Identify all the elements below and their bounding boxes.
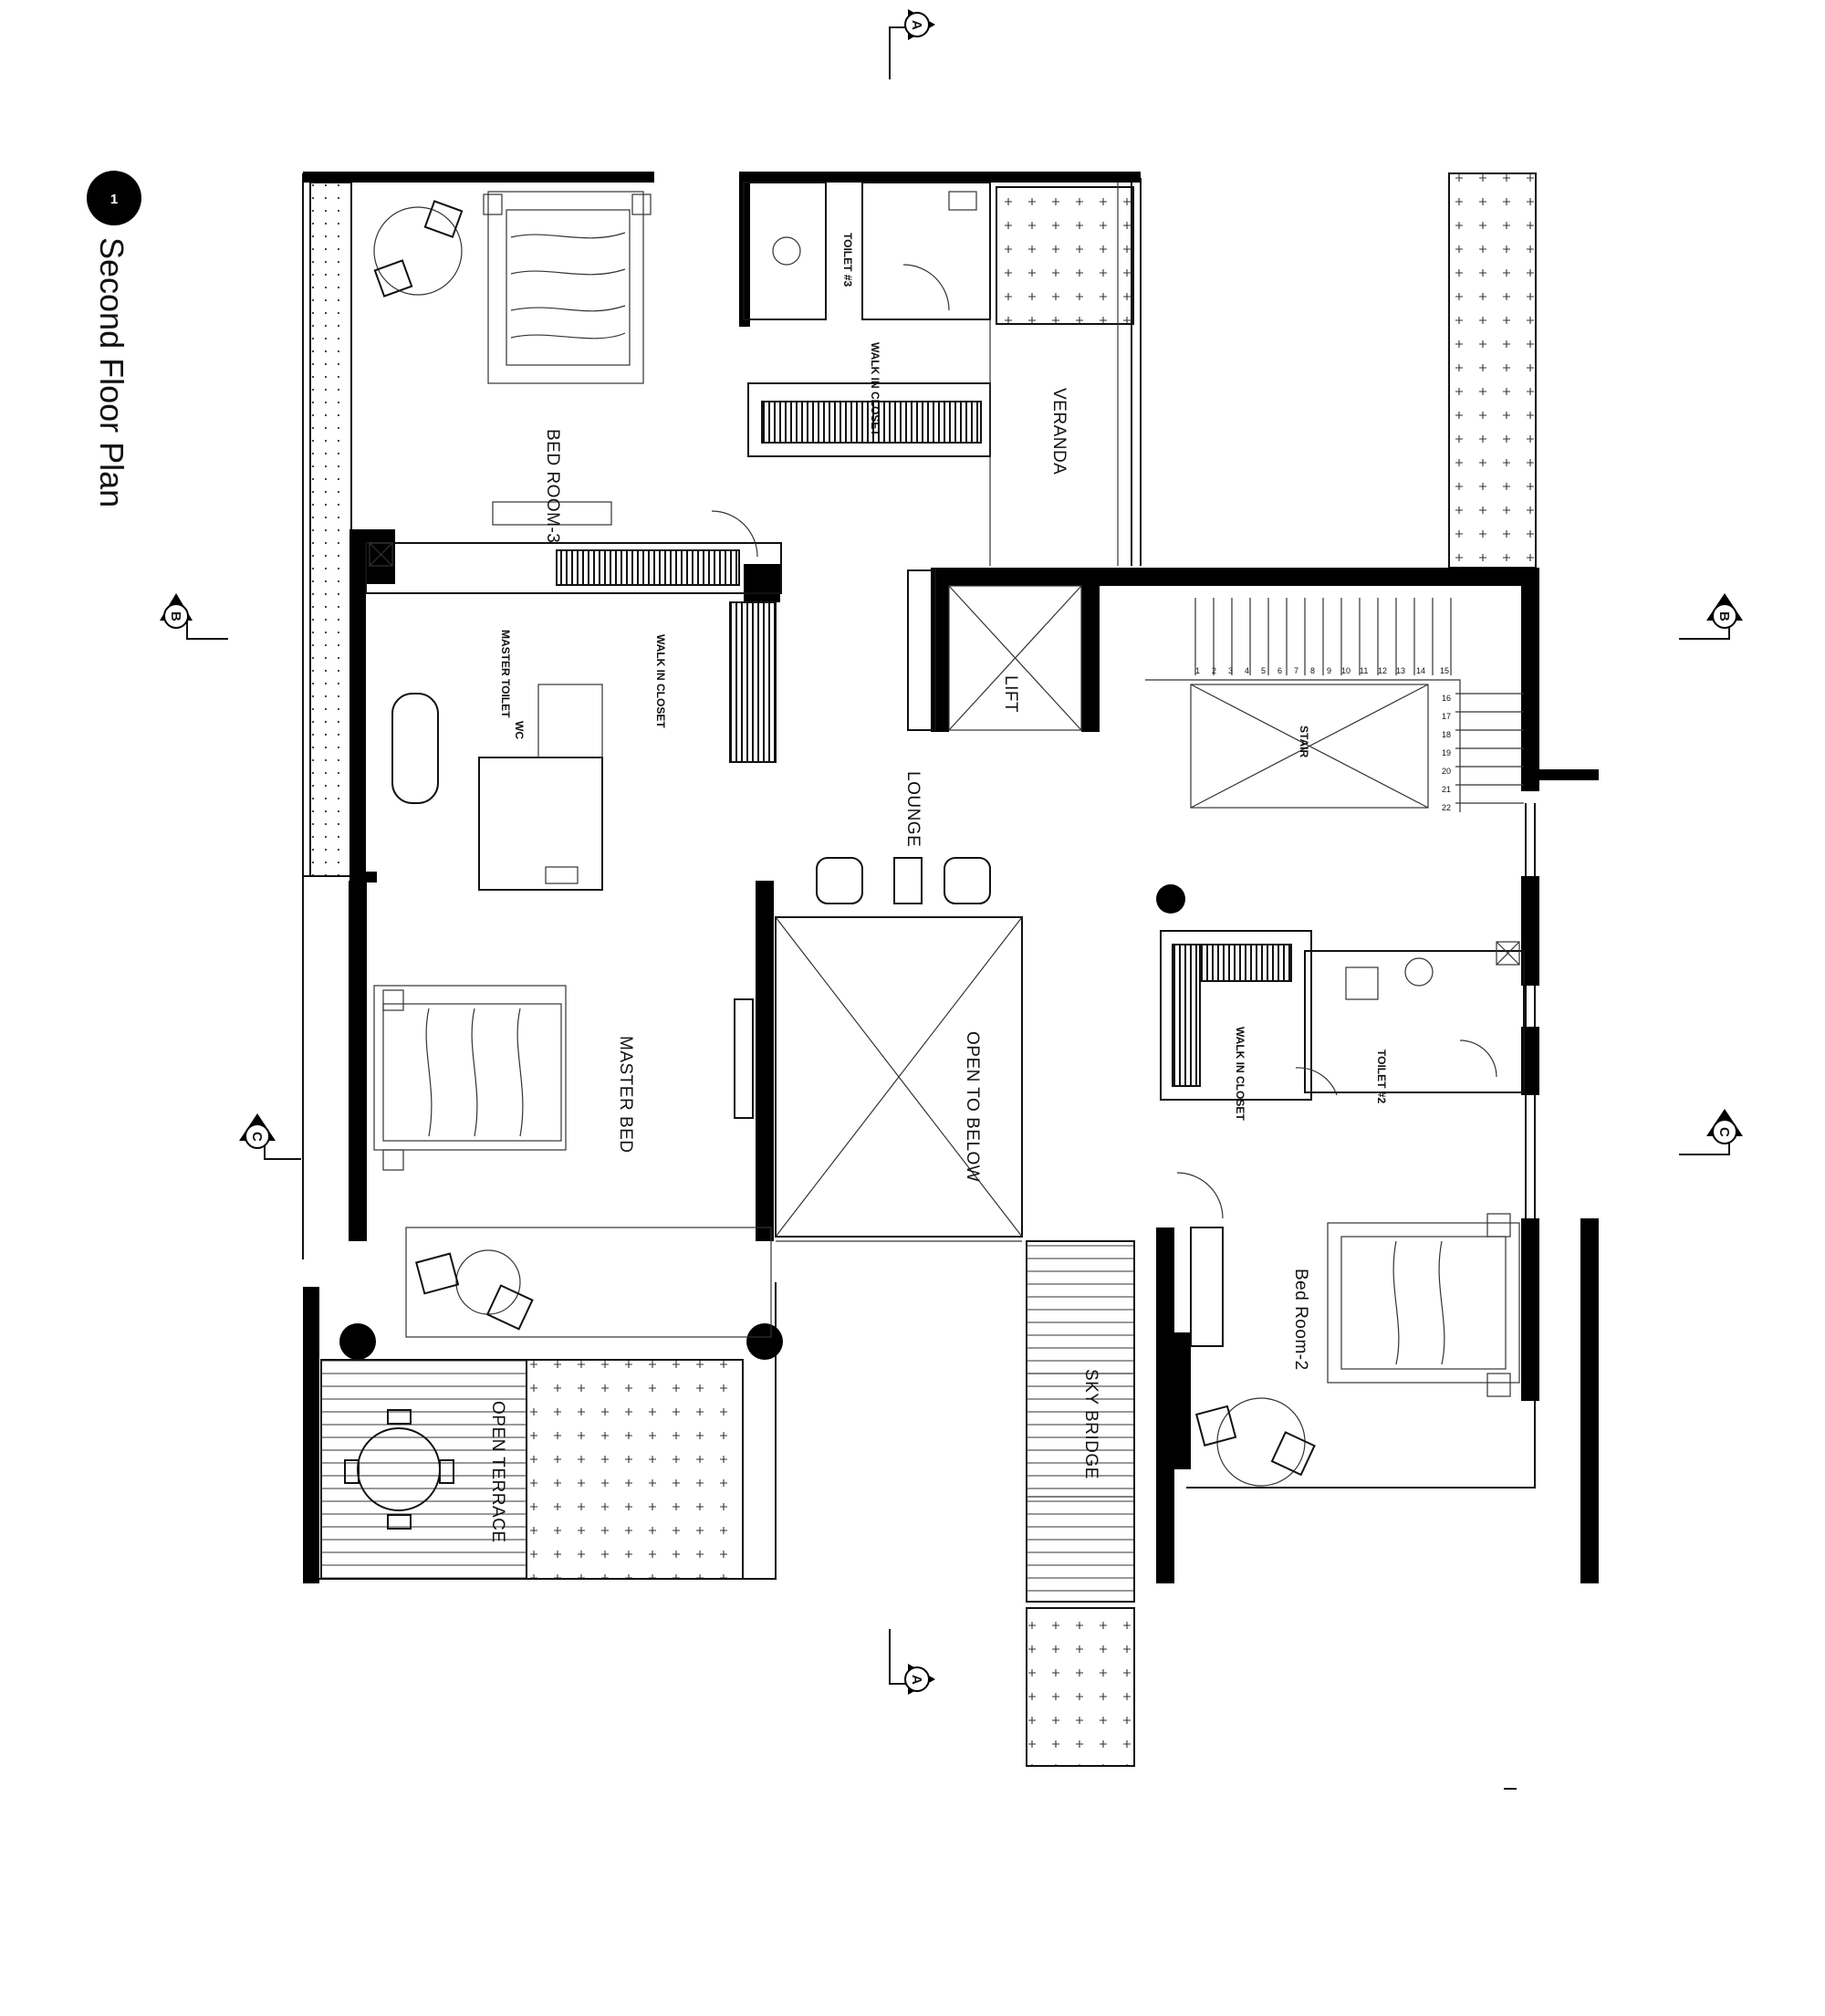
- section-marker-a-bottom: A: [889, 1629, 935, 1695]
- bed-room-3-label: BED ROOM-3: [543, 429, 562, 543]
- master-bed: MASTER BED: [373, 985, 772, 1338]
- open-terrace-label: OPEN TERRACE: [488, 1401, 507, 1543]
- open-terrace: OPEN TERRACE: [320, 1359, 744, 1580]
- stair-label: STAIR: [1298, 726, 1310, 757]
- bed-room-3: BED ROOM-3: [373, 191, 652, 543]
- svg-text:2: 2: [1212, 666, 1216, 675]
- svg-text:1: 1: [1195, 666, 1200, 675]
- svg-text:8: 8: [1310, 666, 1315, 675]
- section-marker-b-right: B: [1679, 593, 1743, 640]
- svg-text:6: 6: [1278, 666, 1282, 675]
- walk-in-closet-master-label: WALK IN CLOSET: [654, 634, 667, 728]
- lift: LIFT: [907, 569, 1082, 731]
- veranda: VERANDA: [989, 183, 1119, 566]
- open-to-below: OPEN TO BELOW: [775, 916, 1023, 1242]
- column: [1156, 884, 1185, 914]
- section-marker-c-left: C: [239, 1113, 301, 1160]
- svg-text:15: 15: [1440, 666, 1449, 675]
- svg-text:B: B: [1716, 611, 1732, 622]
- wc-label: WC: [513, 721, 526, 739]
- svg-text:4: 4: [1245, 666, 1249, 675]
- svg-text:20: 20: [1442, 767, 1451, 776]
- left-planter: [309, 182, 352, 877]
- right-planter-top: [1448, 172, 1537, 569]
- svg-text:11: 11: [1360, 666, 1368, 675]
- sky-bridge: SKY BRIDGE: [1026, 1240, 1135, 1603]
- svg-text:12: 12: [1378, 666, 1387, 675]
- svg-text:22: 22: [1442, 803, 1451, 812]
- sky-bridge-label: SKY BRIDGE: [1081, 1369, 1100, 1479]
- lounge-label: LOUNGE: [903, 771, 923, 847]
- walk-in-closet-3-label: WALK IN CLOSET: [869, 342, 881, 436]
- svg-text:19: 19: [1442, 748, 1451, 757]
- column: [339, 1323, 376, 1360]
- title-marker: [87, 171, 141, 225]
- veranda-label: VERANDA: [1049, 388, 1069, 475]
- toilet-2: WALK IN CLOSET TOILET #2: [1160, 930, 1525, 1121]
- master-toilet-label: MASTER TOILET: [499, 630, 512, 718]
- svg-text:13: 13: [1396, 666, 1405, 675]
- bed-room-2: Bed Room-2: [1176, 1172, 1520, 1487]
- master-bed-label: MASTER BED: [616, 1036, 635, 1154]
- svg-text:A: A: [909, 20, 924, 30]
- svg-text:7: 7: [1294, 666, 1298, 675]
- toilet-3-label: TOILET #3: [841, 233, 854, 287]
- master-toilet: MASTER TOILET WALK IN CLOSET WC: [365, 510, 782, 891]
- plan-title: Second Floor Plan: [93, 237, 130, 507]
- plan-title-block: 1 Second Floor Plan: [87, 171, 141, 507]
- svg-text:A: A: [909, 1675, 924, 1685]
- svg-text:18: 18: [1442, 730, 1451, 739]
- lounge: LOUNGE: [816, 771, 991, 904]
- svg-text:C: C: [1716, 1127, 1732, 1137]
- svg-text:9: 9: [1327, 666, 1331, 675]
- sky-bridge-planter: [1026, 1607, 1135, 1767]
- svg-text:B: B: [168, 611, 183, 622]
- veranda-planter: [996, 186, 1134, 325]
- svg-text:21: 21: [1442, 785, 1451, 794]
- bed-room-2-label: Bed Room-2: [1291, 1269, 1310, 1371]
- toilet-3: TOILET #3 WALK IN CLOSET: [743, 182, 991, 457]
- walk-in-closet-2-label: WALK IN CLOSET: [1234, 1027, 1246, 1121]
- lift-label: LIFT: [1001, 675, 1020, 713]
- title-marker-number: 1: [110, 192, 118, 207]
- open-to-below-label: OPEN TO BELOW: [963, 1031, 982, 1182]
- svg-text:10: 10: [1341, 666, 1350, 675]
- section-marker-c-right: C: [1679, 1109, 1743, 1155]
- svg-text:5: 5: [1261, 666, 1266, 675]
- toilet-2-label: TOILET #2: [1375, 1050, 1388, 1103]
- svg-text:3: 3: [1228, 666, 1233, 675]
- svg-text:16: 16: [1442, 694, 1451, 703]
- column: [746, 1323, 783, 1360]
- svg-text:17: 17: [1442, 712, 1451, 721]
- svg-text:C: C: [249, 1132, 265, 1142]
- svg-text:14: 14: [1416, 666, 1425, 675]
- section-marker-a-top: A: [889, 9, 935, 79]
- section-marker-b-left: B: [160, 593, 228, 640]
- stair: 1 2 3 4 5 6 7 8 9 10 11 12 13 14 15 16 1…: [1145, 598, 1524, 812]
